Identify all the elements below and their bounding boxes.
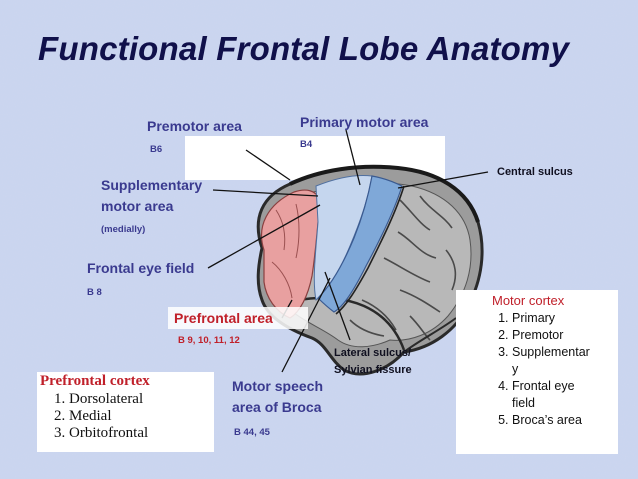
motor-cortex-list: Primary Premotor Supplementar y Frontal … bbox=[456, 310, 618, 429]
premotor-label: Premotor area bbox=[147, 118, 242, 134]
list-item: Primary bbox=[512, 310, 618, 327]
frontal-eye-label: Frontal eye field bbox=[87, 260, 195, 276]
primary-motor-leader bbox=[345, 129, 361, 186]
motor-cortex-heading: Motor cortex bbox=[492, 293, 565, 308]
premotor-brodmann: B6 bbox=[150, 144, 163, 155]
page-title: Functional Frontal Lobe Anatomy bbox=[38, 30, 570, 67]
prefrontal-cortex-heading: Prefrontal cortex bbox=[40, 373, 150, 389]
broca-label-2: area of Broca bbox=[232, 399, 322, 415]
lateral-sulcus-leader bbox=[324, 271, 351, 341]
lateral-sulcus-label-2: Sylvian fissure bbox=[334, 364, 412, 376]
central-sulcus-label: Central sulcus bbox=[497, 166, 573, 178]
primary-motor-brodmann: B4 bbox=[300, 139, 313, 150]
supplementary-label-3: (medially) bbox=[101, 224, 146, 235]
primary-motor-label: Primary motor area bbox=[300, 114, 429, 130]
prefrontal-brodmann: B 9, 10, 11, 12 bbox=[178, 335, 240, 346]
prefrontal-cortex-box: Prefrontal cortex Dorsolateral Medial Or… bbox=[37, 372, 214, 452]
central-sulcus-leader bbox=[397, 171, 489, 189]
frontal-eye-brodmann: B 8 bbox=[87, 287, 102, 298]
frontal-eye-leader bbox=[207, 204, 321, 269]
prefrontal-cortex-list: Dorsolateral Medial Orbitofrontal bbox=[37, 391, 214, 442]
supplementary-leader bbox=[212, 189, 319, 197]
list-item: Orbitofrontal bbox=[69, 425, 214, 442]
primary-motor-region bbox=[317, 175, 403, 313]
prefrontal-label-bg bbox=[168, 307, 308, 329]
supplementary-label-1: Supplementary bbox=[101, 177, 203, 193]
list-item: Broca’s area bbox=[512, 412, 618, 429]
broca-brodmann: B 44, 45 bbox=[234, 427, 270, 438]
list-item: Dorsolateral bbox=[69, 391, 214, 408]
prefrontal-label: Prefrontal area bbox=[174, 310, 273, 326]
supplementary-label-2: motor area bbox=[101, 198, 174, 214]
list-item: Premotor bbox=[512, 327, 618, 344]
list-item: Medial bbox=[69, 408, 214, 425]
broca-label-1: Motor speech bbox=[232, 378, 324, 394]
lateral-sulcus-label-1: Lateral sulcus/ bbox=[334, 347, 412, 359]
motor-cortex-box: Motor cortex Primary Premotor Supplement… bbox=[456, 290, 618, 454]
premotor-leader bbox=[245, 149, 291, 181]
list-item: Frontal eye field bbox=[512, 378, 618, 412]
list-item: Supplementar y bbox=[512, 344, 618, 378]
